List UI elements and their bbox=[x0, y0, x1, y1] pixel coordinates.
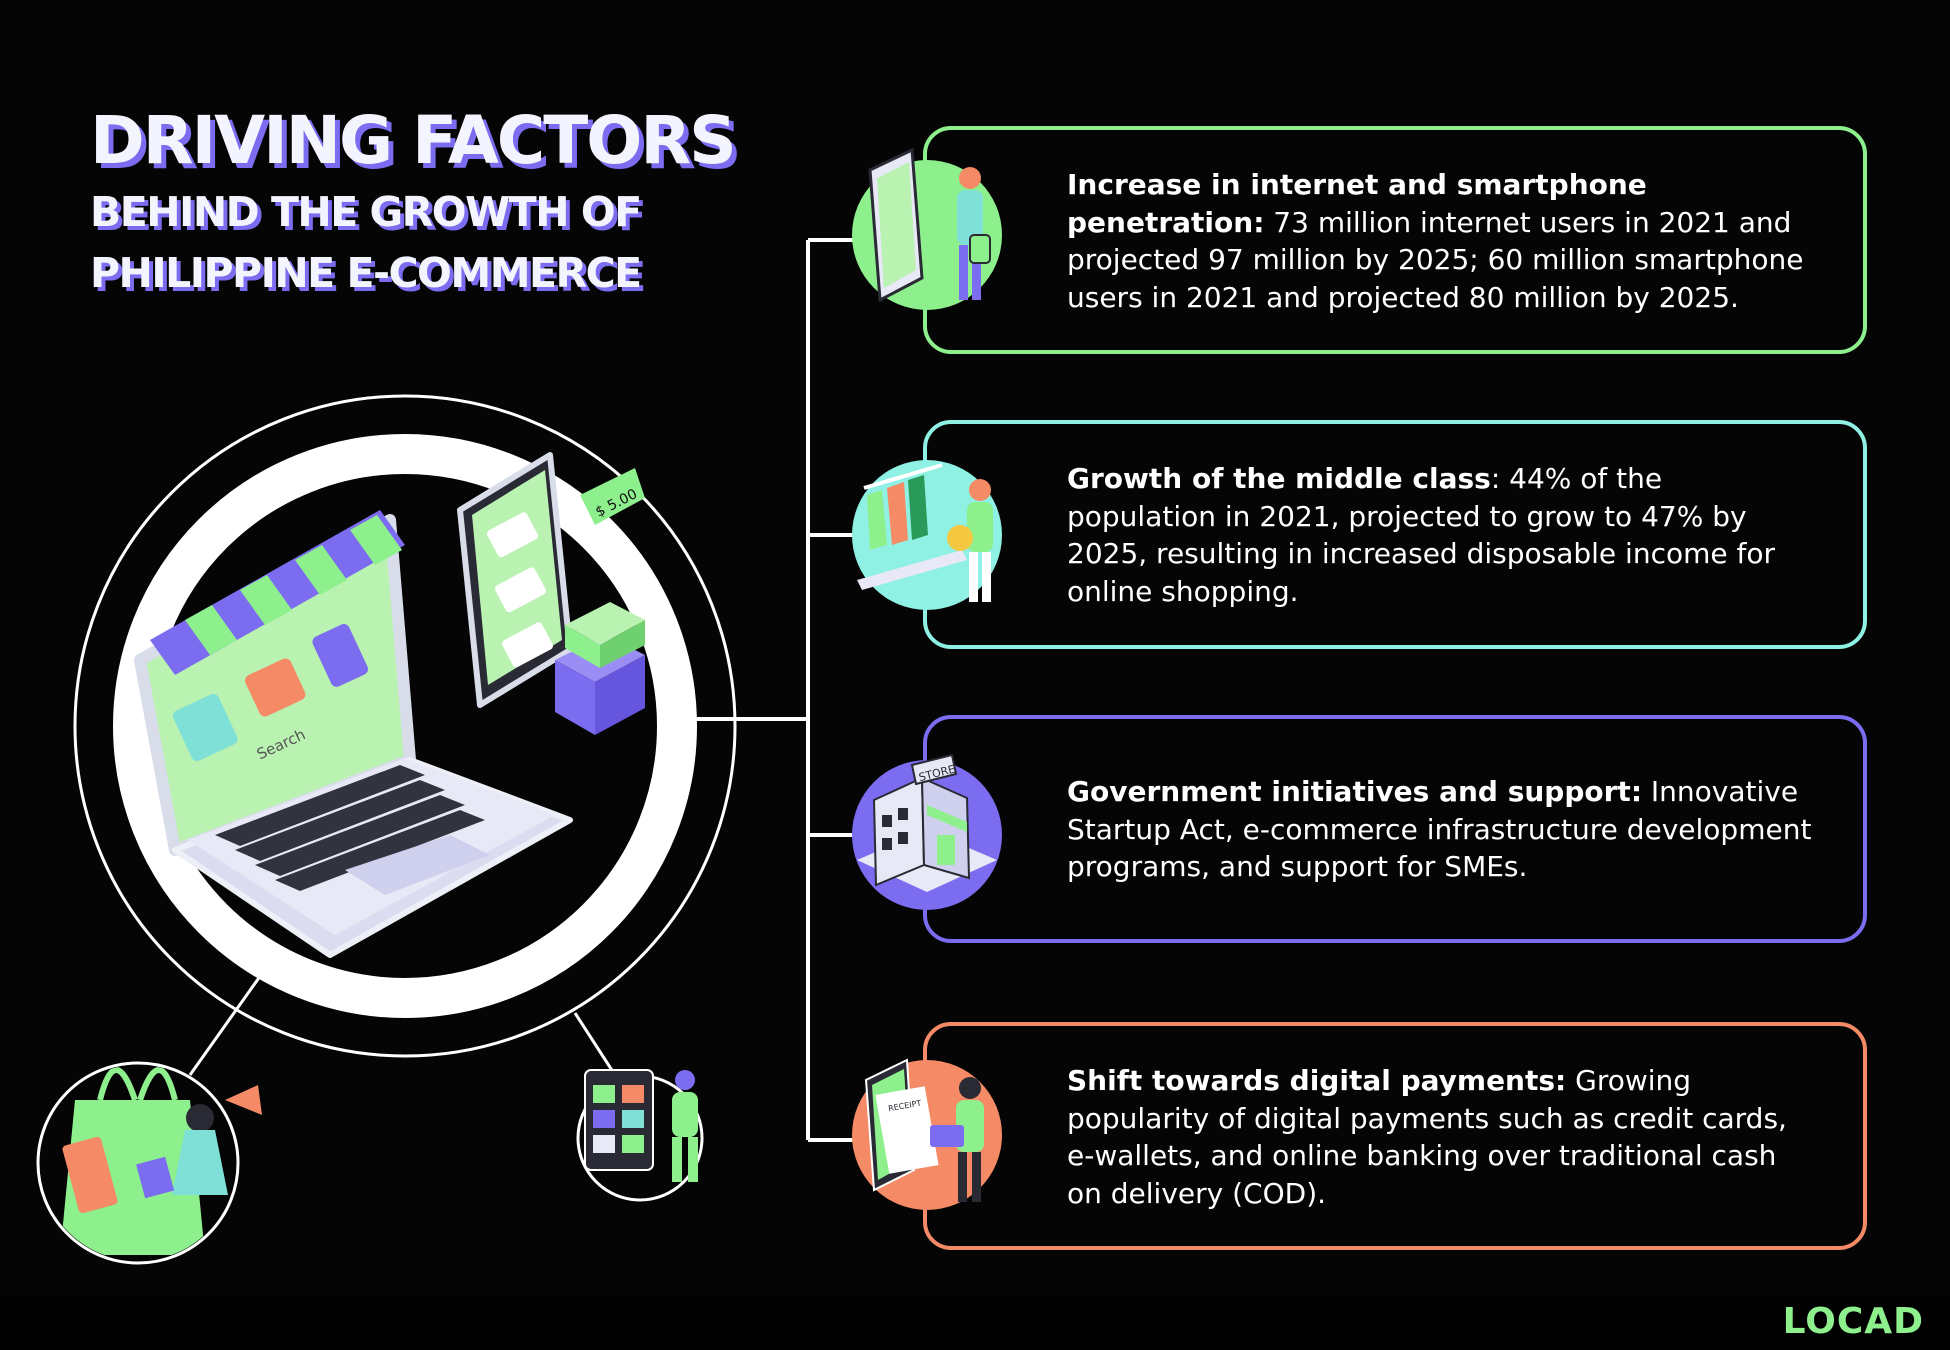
factor-heading: Increase in internet and smartphone pene… bbox=[1067, 168, 1647, 239]
store-building-icon: STORE bbox=[852, 753, 1002, 910]
factor-card-government: Government initiatives and support: Inno… bbox=[923, 715, 1867, 943]
locad-logo: LOCAD bbox=[1782, 1301, 1924, 1342]
laptop-illustration: Search bbox=[134, 510, 573, 958]
title-line-3: PHILIPPINE E-COMMERCE bbox=[90, 249, 642, 297]
smartphone-user-icon bbox=[852, 147, 1002, 310]
factor-card-middle-class: Growth of the middle class: 44% of the p… bbox=[923, 420, 1867, 649]
factor-text: Government initiatives and support: Inno… bbox=[1067, 773, 1815, 886]
factor-body: Innovative Startup Act, e-commerce infra… bbox=[1067, 775, 1812, 883]
shopping-bag-illustration bbox=[36, 1061, 262, 1265]
factor-card-digital-payments: Shift towards digital payments: Growing … bbox=[923, 1022, 1867, 1250]
title-line-2: BEHIND THE GROWTH OF bbox=[90, 188, 642, 236]
factor-body: : 44% of the population in 2021, project… bbox=[1067, 462, 1776, 608]
footer-bar bbox=[0, 1296, 1950, 1350]
factor-body: 73 million internet users in 2021 and pr… bbox=[1067, 205, 1804, 314]
factor-heading: Growth of the middle class bbox=[1067, 462, 1491, 495]
digital-payment-icon: RECEIPT bbox=[852, 1058, 1002, 1210]
factor-text: Shift towards digital payments: Growing … bbox=[1067, 1062, 1815, 1212]
factor-heading: Government initiatives and support: bbox=[1067, 775, 1643, 808]
title-line-1: DRIVING FACTORS bbox=[90, 102, 737, 179]
factor-text: Growth of the middle class: 44% of the p… bbox=[1067, 460, 1815, 610]
factor-text: Increase in internet and smartphone pene… bbox=[1067, 166, 1815, 316]
catalog-illustration bbox=[576, 1069, 704, 1202]
factor-card-internet: Increase in internet and smartphone pene… bbox=[923, 126, 1867, 354]
factor-body: Growing popularity of digital payments s… bbox=[1067, 1064, 1787, 1210]
clothing-rack-icon bbox=[852, 460, 1002, 610]
factor-heading: Shift towards digital payments: bbox=[1067, 1064, 1567, 1097]
page-title: DRIVING FACTORS BEHIND THE GROWTH OF PHI… bbox=[90, 102, 737, 297]
phone-illustration: $ 5.00 bbox=[457, 452, 645, 735]
